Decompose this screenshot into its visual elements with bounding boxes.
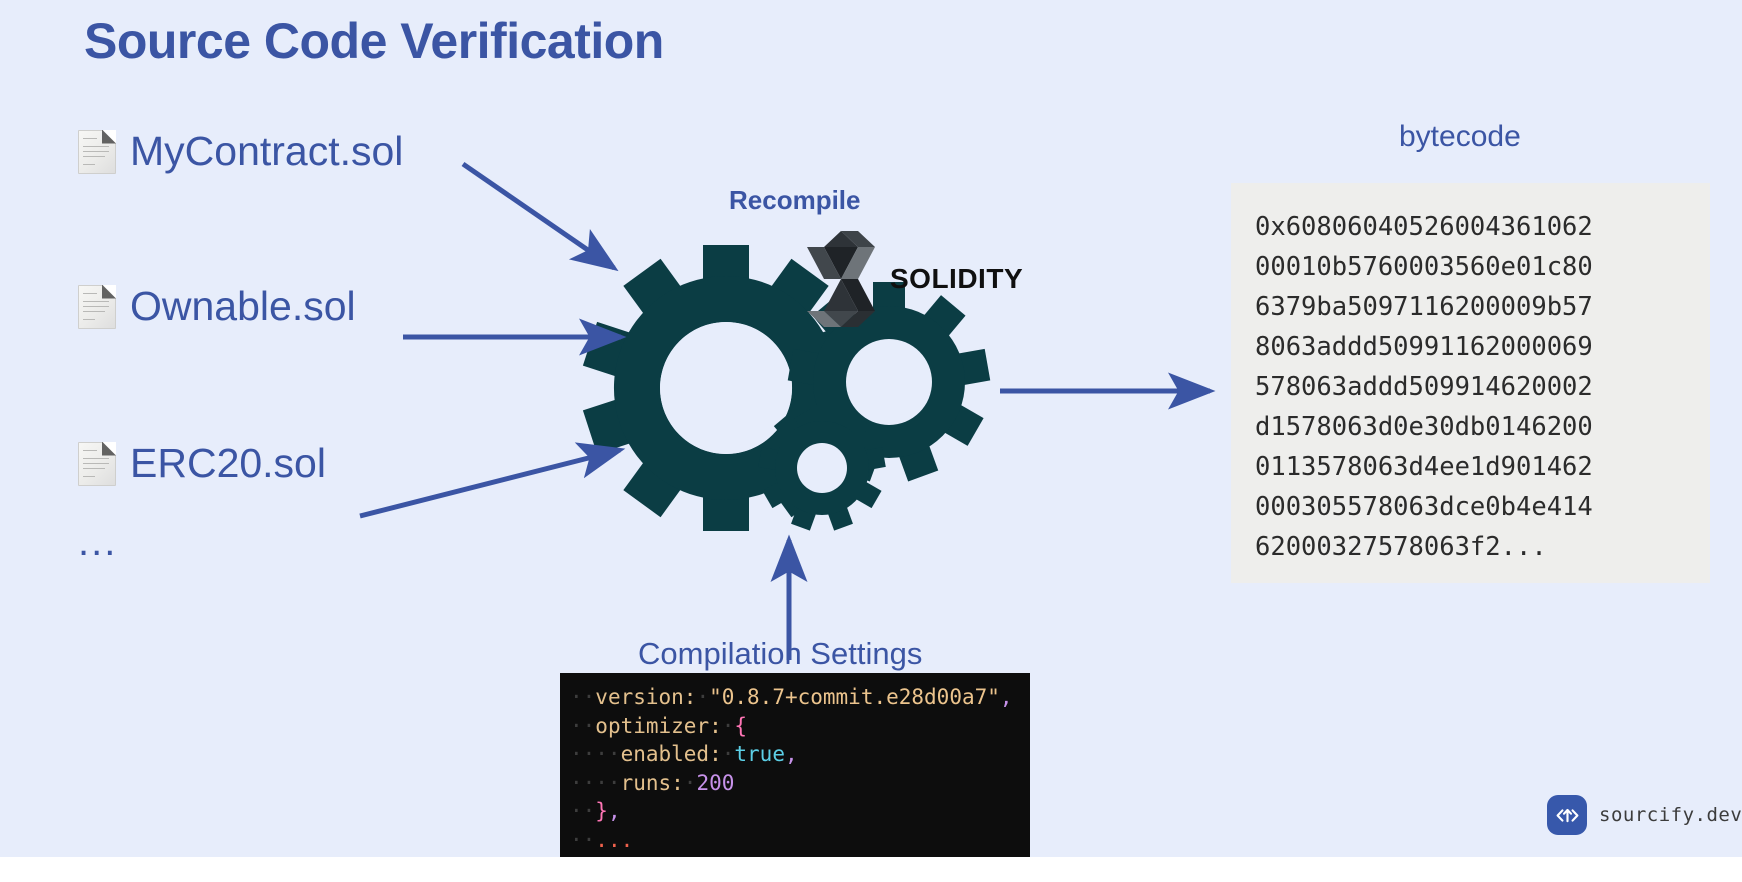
- page-title: Source Code Verification: [84, 13, 664, 69]
- source-file-erc20[interactable]: ERC20.sol: [78, 440, 326, 487]
- source-file-label: MyContract.sol: [130, 128, 404, 174]
- solidity-wordmark: SOLIDITY: [890, 263, 1024, 294]
- bytecode-line: 0x60806040526004361062: [1255, 212, 1593, 242]
- source-file-label: ERC20.sol: [130, 440, 326, 486]
- code-line: ··version:·"0.8.7+commit.e28d00a7",: [570, 685, 1013, 709]
- bytecode-line: 578063addd509914620002: [1255, 372, 1593, 402]
- code-line: ··optimizer:·{: [570, 713, 748, 738]
- solidity-brand: SOLIDITY: [806, 231, 1023, 327]
- compilation-settings-code[interactable]: ··version:·"0.8.7+commit.e28d00a7", ··opt…: [560, 673, 1030, 860]
- sourcify-brand-label: sourcify.dev: [1599, 804, 1742, 826]
- source-file-mycontract[interactable]: MyContract.sol: [78, 128, 403, 175]
- source-files-more: ...: [78, 520, 118, 564]
- source-file-ownable[interactable]: Ownable.sol: [78, 283, 356, 330]
- document-icon: [78, 284, 116, 329]
- document-icon: [78, 129, 116, 174]
- bytecode-line: 00010b5760003560e01c80: [1255, 252, 1593, 282]
- code-line: ··...: [570, 827, 634, 852]
- bytecode-line: 000305578063dce0b4e414: [1255, 492, 1593, 522]
- code-line: ····enabled:·true,: [570, 742, 798, 766]
- source-file-label: Ownable.sol: [130, 283, 356, 329]
- bytecode-line: 6379ba5097116200009b57: [1255, 292, 1593, 322]
- sourcify-brand[interactable]: sourcify.dev: [1547, 795, 1742, 835]
- document-icon: [78, 441, 116, 486]
- code-line: ····runs:·200: [570, 770, 735, 795]
- recompile-label: Recompile: [729, 185, 861, 215]
- solidity-logo: [807, 231, 875, 327]
- arrow-erc20-to-compiler: [359, 442, 626, 519]
- bytecode-text: 0x60806040526004361062 00010b5760003560e0…: [1255, 207, 1710, 567]
- code-arrow-icon: [1547, 795, 1587, 835]
- bytecode-line: 62000327578063f2...: [1255, 532, 1547, 562]
- bytecode-line: d1578063d0e30db0146200: [1255, 412, 1593, 442]
- bytecode-line: 8063addd50991162000069: [1255, 332, 1593, 362]
- bytecode-label: bytecode: [1399, 120, 1521, 153]
- bytecode-panel: 0x60806040526004361062 00010b5760003560e0…: [1231, 183, 1710, 583]
- bytecode-line: 0113578063d4ee1d901462: [1255, 452, 1593, 482]
- compilation-settings-label: Compilation Settings: [638, 636, 923, 671]
- arrow-mycontract-to-compiler: [461, 161, 619, 272]
- code-line: ··},: [570, 799, 621, 823]
